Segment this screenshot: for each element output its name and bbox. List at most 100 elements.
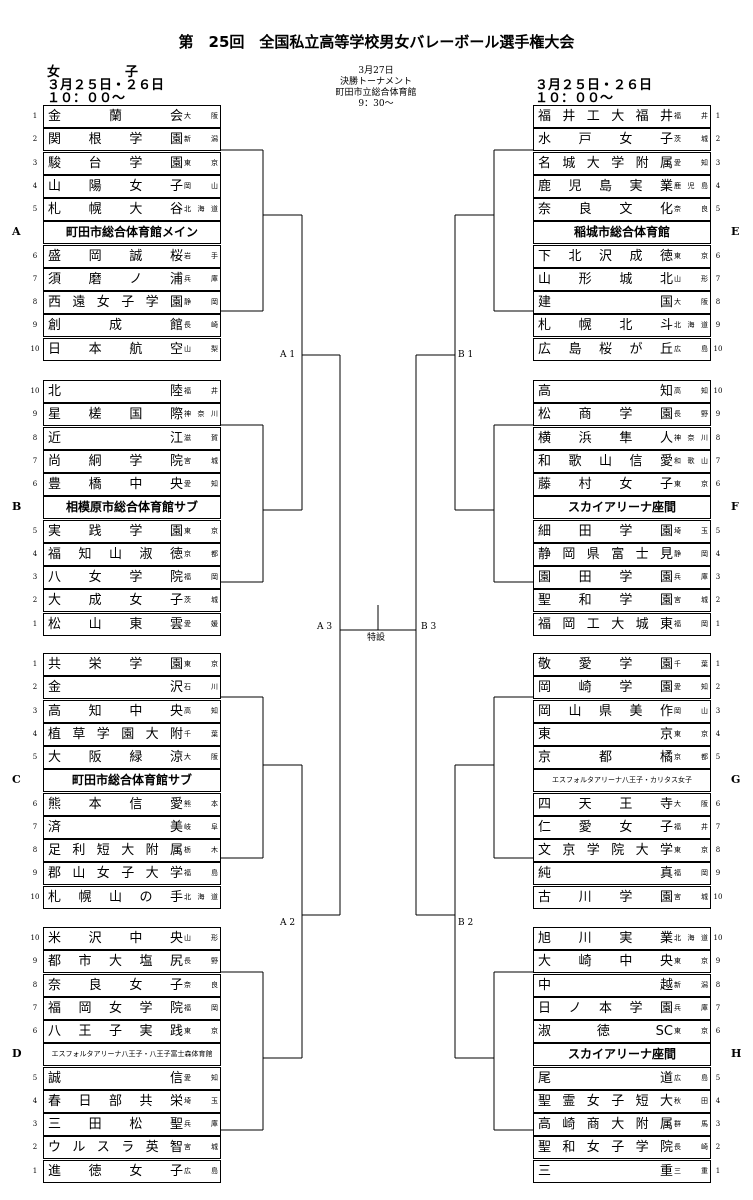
team-name: 岡崎学園 — [538, 680, 673, 696]
seed-number: 4 — [32, 549, 38, 558]
team-prefecture: 広島 — [674, 344, 708, 353]
team-name: 福岡女学院 — [48, 1000, 183, 1016]
team-name: 金 蘭 会 — [48, 109, 183, 124]
team-prefecture: 長野 — [184, 957, 218, 966]
left-time: １０：００～ — [47, 91, 126, 106]
team-name: 松山東雲 — [48, 616, 183, 632]
team-entry: 金 蘭 会大阪 — [43, 105, 221, 128]
team-entry: 山形城北山形 — [533, 267, 711, 291]
team-entry: 春日部共栄埼玉 — [43, 1089, 221, 1113]
round-label-b1: B 1 — [458, 350, 474, 360]
final-name: 決勝トーナメント — [339, 77, 412, 87]
team-name: 名城大学附属 — [538, 155, 673, 171]
team-name: 純 真 — [538, 866, 673, 882]
team-prefecture: 埼玉 — [674, 526, 708, 535]
seed-number: 1 — [715, 112, 721, 120]
seed-number: 10 — [713, 387, 723, 395]
seed-number: 9 — [715, 321, 721, 330]
seed-number: 5 — [715, 526, 721, 535]
team-prefecture: 和歌山 — [674, 456, 708, 465]
seed-number: 2 — [32, 683, 38, 692]
seed-number: 1 — [715, 619, 721, 628]
team-prefecture: 熊本 — [184, 799, 218, 808]
team-name: 札幌山の手 — [48, 889, 183, 905]
team-prefecture: 神奈川 — [674, 433, 708, 442]
seed-number: 8 — [715, 433, 721, 442]
team-name: 奈良文化 — [538, 202, 673, 217]
team-name: 山陽女子 — [48, 178, 183, 194]
team-name: 四天王寺 — [538, 796, 673, 812]
team-name: 建 国 — [538, 295, 673, 310]
team-entry: 建 国大阪 — [533, 291, 711, 314]
team-prefecture: 福島 — [184, 869, 218, 878]
team-prefecture: 山形 — [184, 934, 218, 942]
seed-number: 8 — [32, 846, 38, 854]
special-court-label: 特設 — [367, 633, 386, 643]
team-prefecture: 兵庫 — [184, 1120, 218, 1128]
seed-number: 9 — [32, 957, 38, 966]
page-title: 第 25回 全国私立高等学校男女バレーボール選手権大会 — [178, 33, 575, 51]
team-prefecture: 岡山 — [184, 181, 218, 190]
team-name: 文京学院大学 — [538, 843, 673, 858]
left-dates: ３月２５日・２６日 — [47, 78, 165, 93]
team-name: 大崎中央 — [538, 954, 673, 970]
seed-number: 4 — [32, 729, 38, 738]
seed-number: 3 — [715, 158, 721, 167]
team-name: 聖霊女子短大 — [538, 1093, 673, 1109]
seed-number: 6 — [32, 480, 38, 488]
seed-number: 6 — [32, 1027, 38, 1035]
team-entry: 札幌山の手北海道 — [43, 885, 221, 909]
team-prefecture: 宮城 — [184, 1143, 218, 1152]
round-label-a1: A 1 — [280, 350, 296, 360]
team-prefecture: 東京 — [674, 1027, 708, 1035]
team-prefecture: 宮城 — [674, 596, 708, 605]
team-prefecture: 東京 — [674, 480, 708, 488]
seed-number: 3 — [715, 706, 721, 715]
team-prefecture: 静岡 — [184, 298, 218, 306]
team-prefecture: 広島 — [184, 1166, 218, 1175]
team-prefecture: 東京 — [674, 251, 708, 260]
seed-number: 1 — [715, 1166, 721, 1175]
team-prefecture: 愛知 — [184, 480, 218, 488]
team-prefecture: 山形 — [674, 274, 708, 283]
team-entry: 足利短大附属栃木 — [43, 839, 221, 862]
team-name: 西遠女子学園 — [48, 295, 183, 310]
team-prefecture: 福岡 — [674, 869, 708, 878]
team-name: 豊橋中央 — [48, 477, 183, 492]
team-prefecture: 石川 — [184, 683, 218, 692]
seed-number: 6 — [32, 251, 38, 260]
team-entry: 大阪緑涼大阪 — [43, 746, 221, 769]
team-entry: 進徳女子広島 — [43, 1159, 221, 1183]
seed-number: 9 — [32, 869, 38, 878]
team-prefecture: 福井 — [674, 112, 708, 120]
seed-number: 10 — [30, 934, 40, 942]
team-entry: 仁愛女子福井 — [533, 815, 711, 839]
team-entry: 四天王寺大阪 — [533, 792, 711, 816]
team-name: 進徳女子 — [48, 1163, 183, 1179]
team-prefecture: 宮城 — [674, 892, 708, 901]
team-prefecture: 京都 — [674, 753, 708, 761]
team-entry: 福岡工大城東福岡 — [533, 612, 711, 636]
seed-number: 1 — [715, 660, 721, 668]
team-prefecture: 東京 — [184, 526, 218, 535]
seed-number: 3 — [715, 573, 721, 581]
team-name: 星槎国際 — [48, 407, 183, 423]
team-entry: 実践学園東京 — [43, 519, 221, 543]
team-name: 盛岡誠桜 — [48, 248, 183, 264]
seed-number: 3 — [32, 706, 38, 715]
team-name: 福知山淑徳 — [48, 546, 183, 562]
venue-label: スカイアリーナ座間 — [533, 496, 711, 520]
seed-number: 2 — [32, 135, 38, 144]
team-name: 敬愛学園 — [538, 657, 673, 672]
team-entry: 敬愛学園千葉 — [533, 653, 711, 676]
team-name: 鹿児島実業 — [538, 178, 673, 194]
seed-number: 5 — [32, 753, 38, 761]
seed-number: 10 — [30, 387, 40, 395]
seed-number: 2 — [715, 135, 721, 144]
team-entry: 岡山県美作岡山 — [533, 699, 711, 723]
team-name: 水戸女子 — [538, 132, 673, 148]
seed-number: 1 — [32, 1166, 38, 1175]
seed-number: 6 — [715, 480, 721, 488]
seed-number: 9 — [715, 957, 721, 966]
team-prefecture: 兵庫 — [674, 573, 708, 581]
